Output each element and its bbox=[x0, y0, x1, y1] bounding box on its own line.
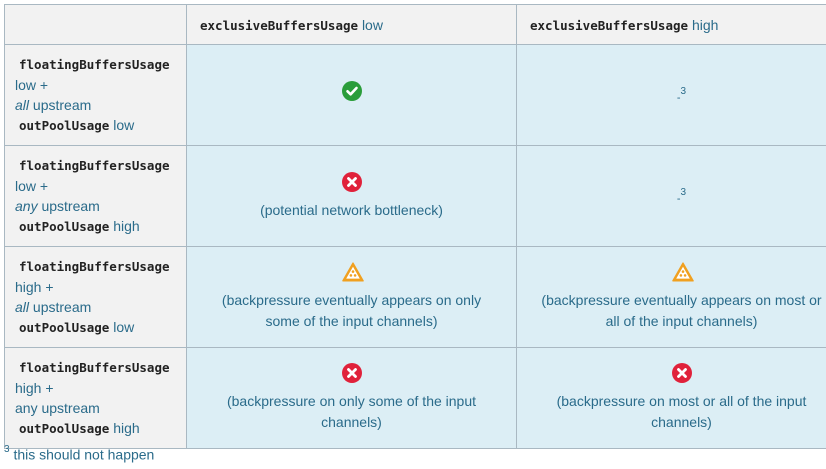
result-description: some of the input channels) bbox=[265, 313, 438, 329]
result-description: (backpressure eventually appears on most… bbox=[541, 292, 822, 308]
row-out-level: low bbox=[113, 318, 135, 335]
row-qualifier: all bbox=[15, 96, 30, 113]
result-cell: (backpressure on only some of the input … bbox=[186, 347, 517, 449]
footnote-ref[interactable]: 3 bbox=[680, 186, 687, 198]
column-header-level: low bbox=[361, 16, 383, 33]
row-upstream: upstream bbox=[32, 96, 92, 113]
row-header: floatingBuffersUsage low + any upstream … bbox=[4, 145, 187, 247]
row-out-code: outPoolUsage bbox=[19, 117, 110, 133]
row-floating-level: high + bbox=[15, 278, 54, 295]
result-cell: (backpressure eventually appears on most… bbox=[516, 246, 826, 348]
column-header-code: exclusiveBuffersUsage bbox=[530, 17, 689, 33]
row-floating-code: floatingBuffersUsage bbox=[19, 56, 170, 72]
not-applicable-mark: - bbox=[676, 192, 681, 205]
row-qualifier: any bbox=[15, 197, 38, 214]
column-header-code: exclusiveBuffersUsage bbox=[200, 17, 359, 33]
result-cell: -3 bbox=[516, 145, 826, 247]
result-cell: (backpressure eventually appears on only… bbox=[186, 246, 517, 348]
result-cell bbox=[186, 44, 517, 146]
table-row: floatingBuffersUsage high + all upstream… bbox=[4, 246, 826, 348]
row-header: floatingBuffersUsage low + all upstream … bbox=[4, 44, 187, 146]
table-row: floatingBuffersUsage low + all upstream … bbox=[4, 44, 826, 146]
result-description: channels) bbox=[651, 414, 712, 430]
row-out-level: high bbox=[113, 217, 140, 234]
row-out-code: outPoolUsage bbox=[19, 319, 110, 335]
result-cell: -3 bbox=[516, 44, 826, 146]
row-floating-code: floatingBuffersUsage bbox=[19, 359, 170, 375]
result-description: (backpressure eventually appears on only bbox=[221, 292, 482, 308]
row-floating-level: low + bbox=[15, 76, 49, 93]
row-floating-code: floatingBuffersUsage bbox=[19, 157, 170, 173]
row-out-code: outPoolUsage bbox=[19, 218, 110, 234]
header-row: exclusiveBuffersUsage low exclusiveBuffe… bbox=[4, 4, 826, 45]
row-upstream: any upstream bbox=[15, 399, 100, 416]
cross-icon bbox=[341, 171, 362, 192]
row-upstream: upstream bbox=[32, 298, 92, 315]
row-floating-level: low + bbox=[15, 177, 49, 194]
buffer-usage-matrix: exclusiveBuffersUsage low exclusiveBuffe… bbox=[4, 4, 826, 449]
result-description: (potential network bottleneck) bbox=[260, 201, 443, 218]
check-icon bbox=[341, 81, 362, 101]
footnote: 3 this should not happen bbox=[4, 444, 155, 463]
row-out-code: outPoolUsage bbox=[19, 420, 110, 436]
warning-icon bbox=[341, 262, 364, 282]
table-row: floatingBuffersUsage low + any upstream … bbox=[4, 145, 826, 247]
row-qualifier: all bbox=[15, 298, 30, 315]
result-cell: (potential network bottleneck) bbox=[186, 145, 517, 247]
column-header-low: exclusiveBuffersUsage low bbox=[186, 4, 517, 45]
row-out-level: low bbox=[113, 116, 135, 133]
footnote-marker: 3 bbox=[4, 444, 10, 455]
corner-cell bbox=[4, 4, 187, 45]
cross-icon bbox=[341, 363, 362, 383]
row-header: floatingBuffersUsage high + any upstream… bbox=[4, 347, 187, 449]
row-upstream: upstream bbox=[41, 197, 100, 214]
result-description: all of the input channels) bbox=[605, 313, 758, 329]
footnote-text: this should not happen bbox=[13, 446, 155, 463]
row-out-level: high bbox=[113, 419, 140, 436]
column-header-level: high bbox=[691, 16, 719, 33]
row-floating-code: floatingBuffersUsage bbox=[19, 258, 170, 274]
result-description: (backpressure on most or all of the inpu… bbox=[556, 393, 807, 409]
result-description: channels) bbox=[321, 414, 382, 430]
result-cell: (backpressure on most or all of the inpu… bbox=[516, 347, 826, 449]
table-row: floatingBuffersUsage high + any upstream… bbox=[4, 347, 826, 449]
column-header-high: exclusiveBuffersUsage high bbox=[516, 4, 826, 45]
result-description: (backpressure on only some of the input bbox=[226, 393, 477, 409]
warning-icon bbox=[671, 262, 694, 282]
cross-icon bbox=[671, 363, 692, 383]
footnote-ref[interactable]: 3 bbox=[680, 85, 687, 97]
row-floating-level: high + bbox=[15, 379, 54, 396]
not-applicable-mark: - bbox=[676, 91, 681, 104]
row-header: floatingBuffersUsage high + all upstream… bbox=[4, 246, 187, 348]
